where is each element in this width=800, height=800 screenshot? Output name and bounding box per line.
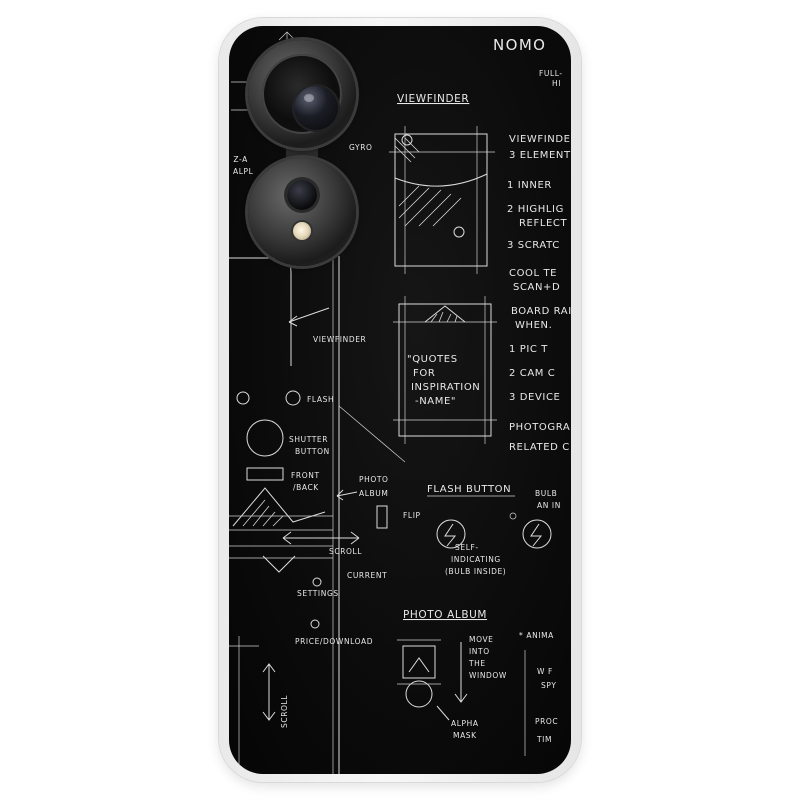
label-photo-album-arrow-1: PHOTO <box>359 475 389 484</box>
main-camera-lens <box>248 40 356 148</box>
label-gyro: GYRO <box>349 143 373 152</box>
label-bulb-2: AN IN <box>537 501 561 510</box>
label-front-1: FRONT <box>291 471 320 480</box>
label-quotes-2: FOR <box>413 368 435 379</box>
brand-text: NOMO <box>493 36 546 54</box>
label-w-f: W F <box>537 667 553 676</box>
label-shutter-1: SHUTTER <box>289 435 328 444</box>
label-flash-button: FLASH BUTTON <box>427 484 511 495</box>
label-alpha-2: MASK <box>453 731 477 740</box>
label-spy: SPY <box>541 681 557 690</box>
label-photo-album-arrow-2: ALBUM <box>359 489 388 498</box>
secondary-camera-ring <box>248 158 356 266</box>
label-reflect: REFLECT <box>519 218 567 229</box>
flash-button-sketch <box>436 519 466 549</box>
label-move-1: MOVE <box>469 635 494 644</box>
label-related: RELATED C <box>509 442 570 453</box>
label-board: BOARD RAI <box>511 306 571 317</box>
label-inner: 1 INNER <box>507 180 552 191</box>
label-settings: SETTINGS <box>297 589 339 598</box>
photo-album-window <box>402 645 436 679</box>
blueprint-sketch: NOMO FULL- HI GYRO 2 Z-A ALPL VIEWFINDER… <box>229 31 571 774</box>
label-pic: 1 PIC T <box>509 344 548 355</box>
camera-module <box>248 40 356 266</box>
label-alpl: ALPL <box>233 167 254 176</box>
label-alpha-1: ALPHA <box>451 719 479 728</box>
label-current: CURRENT <box>347 571 387 580</box>
shutter-sketch <box>246 419 284 457</box>
label-scratch: 3 SCRATC <box>507 240 560 251</box>
label-hi: HI <box>552 79 561 88</box>
label-photogra: PHOTOGRA <box>509 422 570 433</box>
viewfinder-box <box>394 133 488 267</box>
label-move-3: THE <box>468 659 486 668</box>
label-vf-elements: VIEWFINDER <box>509 134 571 145</box>
lens-glass <box>292 84 340 132</box>
label-scroll: SCROLL <box>329 547 362 556</box>
label-flip: FLIP <box>403 511 421 520</box>
label-scan-text: SCAN+D <box>513 282 560 293</box>
label-when: WHEN. <box>515 320 552 331</box>
label-photo-album-header: PHOTO ALBUM <box>403 609 487 621</box>
mountain-sketch <box>232 487 326 527</box>
label-shutter-2: BUTTON <box>295 447 330 456</box>
label-front-2: /BACK <box>293 483 319 492</box>
label-scroll-vertical: SCROLL <box>280 695 289 728</box>
label-cam: 2 CAM C <box>509 368 555 379</box>
flip-icon <box>376 505 388 529</box>
label-three-elements: 3 ELEMENTS <box>509 150 571 161</box>
label-self-ind-3: (BULB INSIDE) <box>445 567 506 576</box>
label-viewfinder-mid: VIEWFINDER <box>313 335 366 344</box>
label-anim: * ANIMA <box>519 631 554 640</box>
label-quotes-1: "QUOTES <box>407 354 458 365</box>
secondary-lens <box>287 180 317 210</box>
label-flash: FLASH <box>307 395 334 404</box>
quotes-box <box>398 303 492 437</box>
label-move-4: WINDOW <box>469 671 507 680</box>
label-cool-text: COOL TE <box>509 268 557 279</box>
label-self-ind-1: SELF- <box>455 543 479 552</box>
label-highlight: 2 HIGHLIG <box>507 204 564 215</box>
label-device: 3 DEVICE <box>509 392 560 403</box>
label-z-a: 2 Z-A <box>229 155 248 164</box>
label-full: FULL- <box>539 69 563 78</box>
label-proc: PROC <box>535 717 558 726</box>
label-move-2: INTO <box>469 647 490 656</box>
label-viewfinder-header: VIEWFINDER <box>397 93 469 105</box>
label-bulb-1: BULB <box>535 489 557 498</box>
flash-led <box>293 222 311 240</box>
label-tim: TIM <box>536 735 552 744</box>
label-quotes-4: -NAME" <box>415 396 456 407</box>
label-quotes-3: INSPIRATION <box>411 382 480 393</box>
label-self-ind-2: INDICATING <box>451 555 501 564</box>
label-price-download: PRICE/DOWNLOAD <box>295 637 373 646</box>
